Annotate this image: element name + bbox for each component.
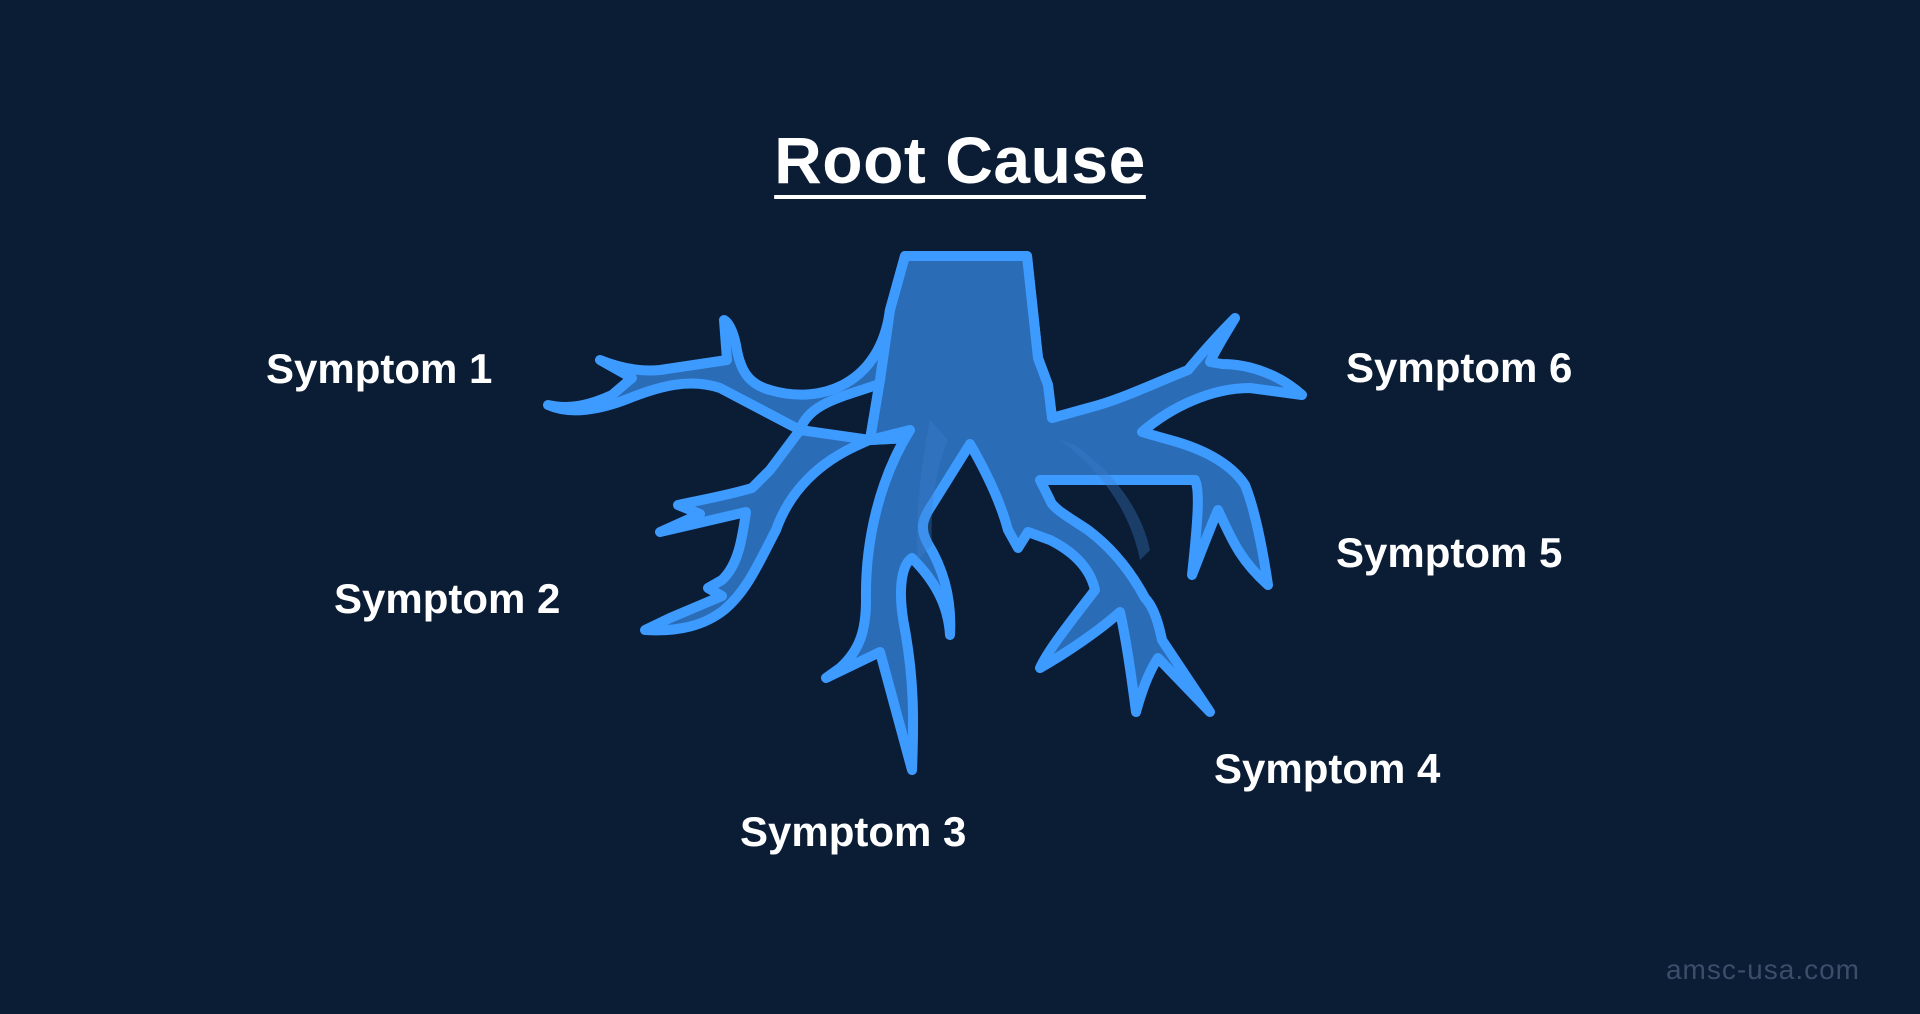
symptom-5-label: Symptom 5 [1336, 529, 1563, 576]
diagram-title: Root Cause [0, 122, 1920, 198]
source-watermark: amsc-usa.com [1665, 954, 1860, 985]
symptom-3-label: Symptom 3 [740, 808, 967, 855]
symptom-1-label: Symptom 1 [266, 345, 493, 392]
root-shade-right [1060, 440, 1150, 560]
root-branch-3 [821, 251, 1307, 775]
diagram-title-text: Root Cause [774, 123, 1146, 197]
root-branch-2 [640, 425, 915, 636]
symptom-2-label: Symptom 2 [334, 575, 561, 622]
root-shade-center [917, 420, 948, 560]
symptom-6-label: Symptom 6 [1346, 344, 1573, 391]
root-branch-1 [543, 305, 895, 435]
symptom-4-label: Symptom 4 [1214, 745, 1441, 792]
